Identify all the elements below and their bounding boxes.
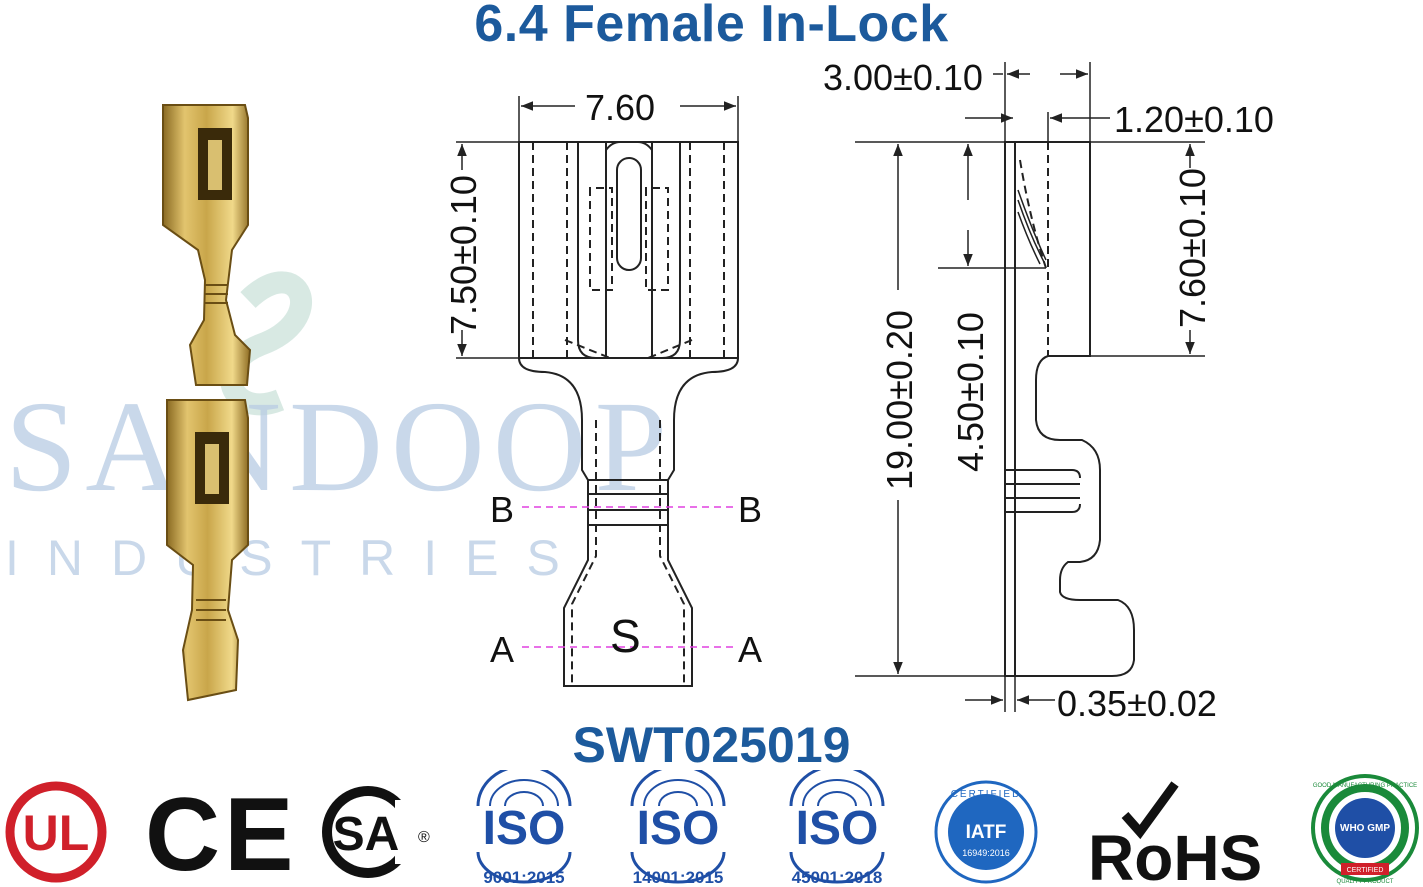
iso-45001-logo: ISO 45001:2018 <box>789 770 885 887</box>
watermark-brand: SANDOOP <box>5 375 675 519</box>
svg-text:9001:2015: 9001:2015 <box>483 868 564 887</box>
svg-text:SA: SA <box>333 808 400 861</box>
ul-logo: UL <box>5 781 107 883</box>
svg-text:45001:2018: 45001:2018 <box>792 868 883 887</box>
rohs-logo: RoHS <box>1088 781 1262 887</box>
section-b-right: B <box>738 489 762 530</box>
dim-spring-length: 4.50±0.10 <box>950 312 991 472</box>
svg-text:GOOD MANUFACTURING PRACTICE: GOOD MANUFACTURING PRACTICE <box>1313 783 1417 789</box>
who-gmp-logo: WHO GMP GOOD MANUFACTURING PRACTICE CERT… <box>1311 774 1419 885</box>
lower-spring <box>205 444 219 494</box>
dim-side-top: 3.00±0.10 <box>823 57 983 98</box>
svg-text:ISO: ISO <box>796 802 879 855</box>
iso-14001-logo: ISO 14001:2015 <box>630 770 726 887</box>
side-view <box>1004 141 1135 677</box>
svg-text:RoHS: RoHS <box>1088 822 1262 887</box>
dim-side-inner: 1.20±0.10 <box>1114 99 1274 140</box>
certification-logos: UL CE SA ® ISO 9001:2015 ISO 14001:2015 … <box>5 770 1419 887</box>
svg-text:16949:2016: 16949:2016 <box>962 848 1010 858</box>
svg-text:IATF: IATF <box>966 822 1007 843</box>
svg-text:CERTIFIED: CERTIFIED <box>951 789 1022 800</box>
csa-logo: SA ® <box>322 786 430 878</box>
svg-text:UL: UL <box>23 805 90 861</box>
svg-text:®: ® <box>418 829 430 846</box>
dim-front-width: 7.60 <box>585 87 655 128</box>
dim-front-box-height: 7.50±0.10 <box>443 175 484 335</box>
side-dimension-lines <box>855 62 1205 712</box>
svg-text:CERTIFIED: CERTIFIED <box>1347 867 1384 874</box>
watermark-sub: INDUSTRIES <box>5 530 588 586</box>
svg-text:ISO: ISO <box>483 802 566 855</box>
svg-text:QUALITY PRODUCT: QUALITY PRODUCT <box>1337 879 1394 885</box>
section-s-label: S <box>610 610 641 662</box>
section-b-left: B <box>490 489 514 530</box>
front-dimension-lines <box>456 96 739 359</box>
svg-text:14001:2015: 14001:2015 <box>633 868 724 887</box>
page-title: 6.4 Female In-Lock <box>474 0 949 53</box>
watermark: SANDOOP INDUSTRIES <box>5 271 675 586</box>
terminal-photo <box>162 104 252 702</box>
dim-side-right-height: 7.60±0.10 <box>1172 168 1213 328</box>
dim-total-length: 19.00±0.20 <box>879 310 920 490</box>
svg-text:ISO: ISO <box>637 802 720 855</box>
iso-9001-logo: ISO 9001:2015 <box>476 770 572 887</box>
iatf-logo: CERTIFIED IATF 16949:2016 <box>934 780 1038 884</box>
dim-thickness: 0.35±0.02 <box>1057 683 1217 724</box>
watermark-swoosh <box>220 271 312 416</box>
part-number: SWT025019 <box>572 717 851 773</box>
front-view <box>518 141 739 687</box>
svg-text:WHO GMP: WHO GMP <box>1340 823 1390 834</box>
section-a-left: A <box>490 629 514 670</box>
section-a-right: A <box>738 629 762 670</box>
upper-spring <box>208 140 222 190</box>
ce-logo: CE <box>145 777 297 887</box>
